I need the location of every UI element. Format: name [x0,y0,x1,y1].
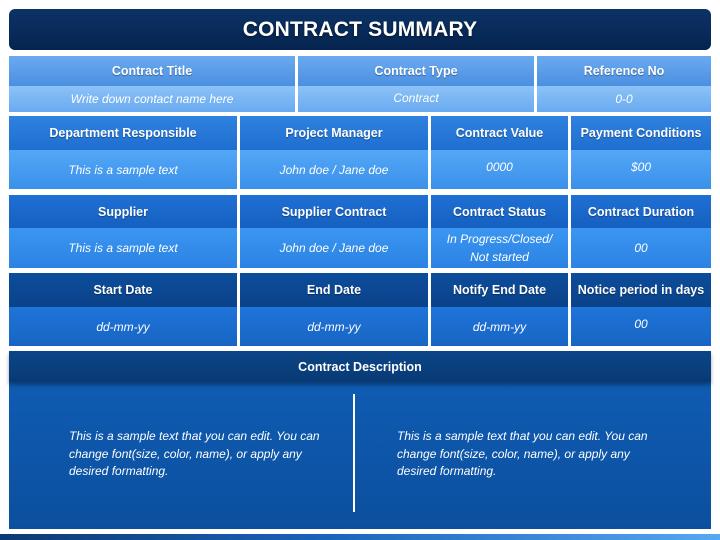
supplier-contract-header: Supplier Contract [240,195,428,228]
description-left-text[interactable]: This is a sample text that you can edit.… [69,429,320,478]
payment-conditions-header: Payment Conditions [571,116,711,150]
reference-no-header: Reference No [537,56,711,86]
end-date-header: End Date [240,273,428,307]
title-banner: CONTRACT SUMMARY [9,9,711,50]
contract-status-value[interactable]: In Progress/Closed/ Not started [431,228,568,268]
department-responsible-value[interactable]: This is a sample text [9,150,237,189]
description-right-text[interactable]: This is a sample text that you can edit.… [397,429,648,478]
supplier-value[interactable]: This is a sample text [9,228,237,268]
supplier-header: Supplier [9,195,237,228]
end-date-value[interactable]: dd-mm-yy [240,307,428,346]
notice-period-header: Notice period in days [571,273,711,307]
payment-conditions-value[interactable]: $00 [571,150,711,189]
contract-duration-header: Contract Duration [571,195,711,228]
department-responsible-header: Department Responsible [9,116,237,150]
contract-description-header: Contract Description [9,351,711,382]
supplier-contract-value[interactable]: John doe / Jane doe [240,228,428,268]
reference-no-value[interactable]: 0-0 [537,86,711,112]
contract-value-header: Contract Value [431,116,568,150]
contract-description-panel [9,382,711,529]
contract-type-header: Contract Type [298,56,534,86]
start-date-header: Start Date [9,273,237,307]
start-date-value[interactable]: dd-mm-yy [9,307,237,346]
description-divider [353,394,355,512]
contract-status-header: Contract Status [431,195,568,228]
project-manager-value[interactable]: John doe / Jane doe [240,150,428,189]
contract-title-header: Contract Title [9,56,295,86]
notify-end-date-value[interactable]: dd-mm-yy [431,307,568,346]
contract-value-value[interactable]: 0000 [431,150,568,189]
contract-title-value[interactable]: Write down contact name here [9,86,295,112]
contract-type-value[interactable]: Contract [298,86,534,112]
project-manager-header: Project Manager [240,116,428,150]
page-title: CONTRACT SUMMARY [242,17,478,41]
bottom-accent-strip [0,534,720,540]
contract-duration-value[interactable]: 00 [571,228,711,268]
notify-end-date-header: Notify End Date [431,273,568,307]
notice-period-value[interactable]: 00 [571,307,711,346]
